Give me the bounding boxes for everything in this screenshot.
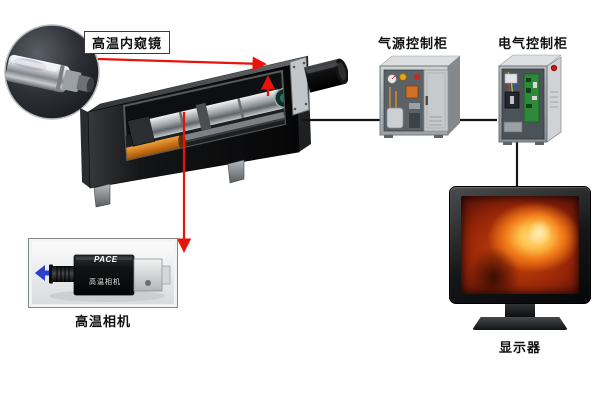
endoscope-label: 高温内窥镜 xyxy=(84,31,171,54)
monitor-illustration xyxy=(449,186,591,330)
camera-body-text: 高温相机 xyxy=(89,279,121,286)
monitor-label: 显示器 xyxy=(498,340,541,355)
furnace-camera-housing-illustration xyxy=(78,46,349,221)
camera-brand-text: PACE xyxy=(94,255,118,264)
electric-control-cabinet-illustration xyxy=(495,52,569,151)
endoscope-probe-illustration xyxy=(4,24,100,120)
air-cabinet-label: 气源控制柜 xyxy=(378,36,449,51)
direction-arrow-icon xyxy=(35,265,51,281)
monitor-stand-neck xyxy=(505,304,535,317)
air-supply-control-cabinet-illustration xyxy=(376,53,464,144)
camera-illustration xyxy=(35,254,171,302)
electric-cabinet-label: 电气控制柜 xyxy=(498,36,569,51)
endoscope-photo xyxy=(4,24,100,120)
monitor-screen-furnace-view xyxy=(461,196,579,294)
monitor-stand-base xyxy=(472,317,568,330)
camera-photo: PACE 高温相机 xyxy=(28,238,178,308)
camera-photo-background: PACE 高温相机 xyxy=(32,242,174,304)
monitor-bezel xyxy=(449,186,591,304)
camera-label: 高温相机 xyxy=(74,314,131,329)
